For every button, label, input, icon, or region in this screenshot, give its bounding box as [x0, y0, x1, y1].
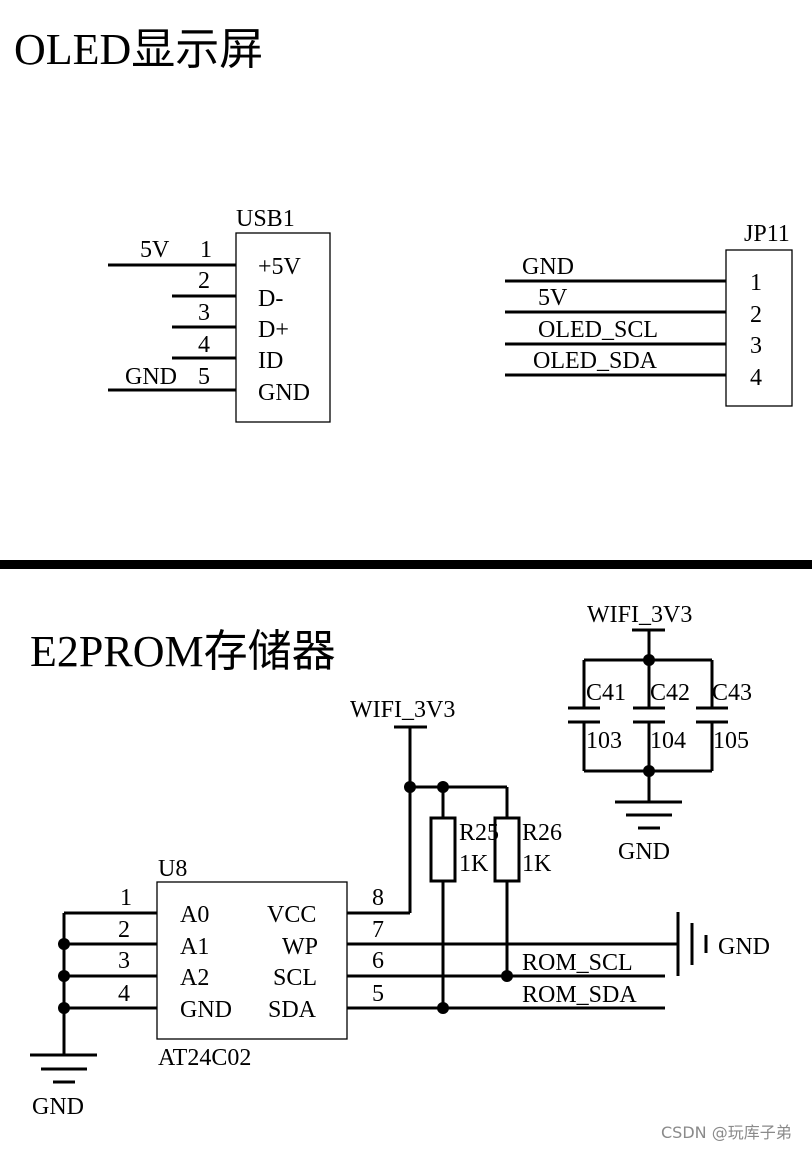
u8-pin-name: A2 [180, 965, 209, 991]
u8-ref: U8 [158, 856, 187, 882]
net-label-rom-sda: ROM_SDA [522, 982, 637, 1008]
jp11-net-label: OLED_SCL [538, 317, 658, 343]
u8-pin-number: 7 [372, 917, 384, 943]
u8-pin-number: 2 [118, 917, 130, 943]
usb1-connector: USB1 1 2 3 4 5 +5V D- D+ ID GND 5V GND [108, 206, 331, 423]
usb1-pin-name: ID [258, 348, 283, 374]
gnd-label: GND [618, 839, 670, 865]
capacitor-value: 103 [586, 728, 622, 754]
resistor-value: 1K [459, 851, 489, 877]
net-label-rom-scl: ROM_SCL [522, 950, 633, 976]
u8-pin-name: GND [180, 997, 232, 1023]
capacitor-value: 104 [650, 728, 686, 754]
gnd-label: GND [718, 934, 770, 960]
u8-pin-number: 1 [120, 885, 132, 911]
usb1-pin-number: 5 [198, 364, 210, 390]
u8-chip: U8 AT24C02 1 2 3 4 A0 A1 A2 GND VCC WP S… [64, 856, 678, 1071]
junction-dot [58, 970, 70, 982]
gnd-symbol-wp: GND [676, 912, 770, 976]
power-rail-u8: WIFI_3V3 [350, 697, 507, 913]
u8-pin-number: 8 [372, 885, 384, 911]
power-port-label: WIFI_3V3 [350, 697, 455, 723]
jp11-body [725, 249, 793, 407]
resistor-r25: R25 1K [429, 787, 499, 1014]
usb1-pin-name: +5V [258, 254, 302, 280]
u8-pin-number: 3 [118, 948, 130, 974]
u8-pin-name: VCC [267, 902, 316, 928]
decoupling-capacitors: WIFI_3V3 C41 103 C42 104 C43 105 GND [568, 602, 752, 865]
jp11-header: JP11 1 2 3 4 GND 5V OLED_SCL OLED_SDA [505, 221, 793, 407]
resistor-ref: R25 [459, 820, 499, 846]
watermark-text: CSDN @玩库子弟 [661, 1123, 792, 1142]
resistor-r26: R26 1K [493, 787, 562, 982]
capacitor-value: 105 [713, 728, 749, 754]
resistor-ref: R26 [522, 820, 562, 846]
usb1-net-label-gnd: GND [125, 364, 177, 390]
usb1-pin-number: 1 [200, 237, 212, 263]
capacitor-ref: C41 [586, 680, 626, 706]
u8-pin-number: 5 [372, 981, 384, 1007]
usb1-ref: USB1 [236, 206, 295, 232]
u8-pin-name: SDA [268, 997, 317, 1023]
u8-part-number: AT24C02 [158, 1045, 251, 1071]
gnd-label: GND [32, 1094, 84, 1120]
usb1-pin-name: D+ [258, 317, 289, 343]
usb1-pin-number: 4 [198, 332, 210, 358]
u8-pin-name: A0 [180, 902, 209, 928]
u8-pin-name: A1 [180, 934, 209, 960]
jp11-pin-number: 4 [750, 365, 762, 391]
junction-dot [58, 1002, 70, 1014]
usb1-pin-number: 3 [198, 300, 210, 326]
u8-pin-number: 6 [372, 948, 384, 974]
u8-pin-name: SCL [273, 965, 317, 991]
junction-dot [58, 938, 70, 950]
usb1-pin-name: D- [258, 286, 283, 312]
capacitor-ref: C43 [712, 680, 752, 706]
u8-address-ground-bus [58, 913, 70, 1055]
jp11-net-label: GND [522, 254, 574, 280]
jp11-pin-number: 3 [750, 333, 762, 359]
e2prom-section-title: E2PROM存储器 [30, 627, 336, 676]
jp11-pin-number: 1 [750, 270, 762, 296]
jp11-pin-number: 2 [750, 302, 762, 328]
junction-dot [501, 970, 513, 982]
jp11-net-label: OLED_SDA [533, 348, 658, 374]
oled-section-title: OLED显示屏 [14, 25, 263, 74]
jp11-ref: JP11 [744, 221, 790, 247]
capacitor-ref: C42 [650, 680, 690, 706]
jp11-net-label: 5V [538, 285, 568, 311]
resistor-body [429, 816, 457, 883]
usb1-net-label-5v: 5V [140, 237, 170, 263]
u8-pin-name: WP [282, 934, 318, 960]
gnd-symbol-u8: GND [30, 1053, 97, 1120]
usb1-pin-number: 2 [198, 268, 210, 294]
junction-dot [404, 781, 416, 793]
u8-body [156, 881, 348, 1040]
usb1-pin-name: GND [258, 380, 310, 406]
u8-pin-number: 4 [118, 981, 130, 1007]
resistor-value: 1K [522, 851, 552, 877]
power-port-label: WIFI_3V3 [587, 602, 692, 628]
section-divider [0, 560, 812, 569]
junction-dot [437, 1002, 449, 1014]
